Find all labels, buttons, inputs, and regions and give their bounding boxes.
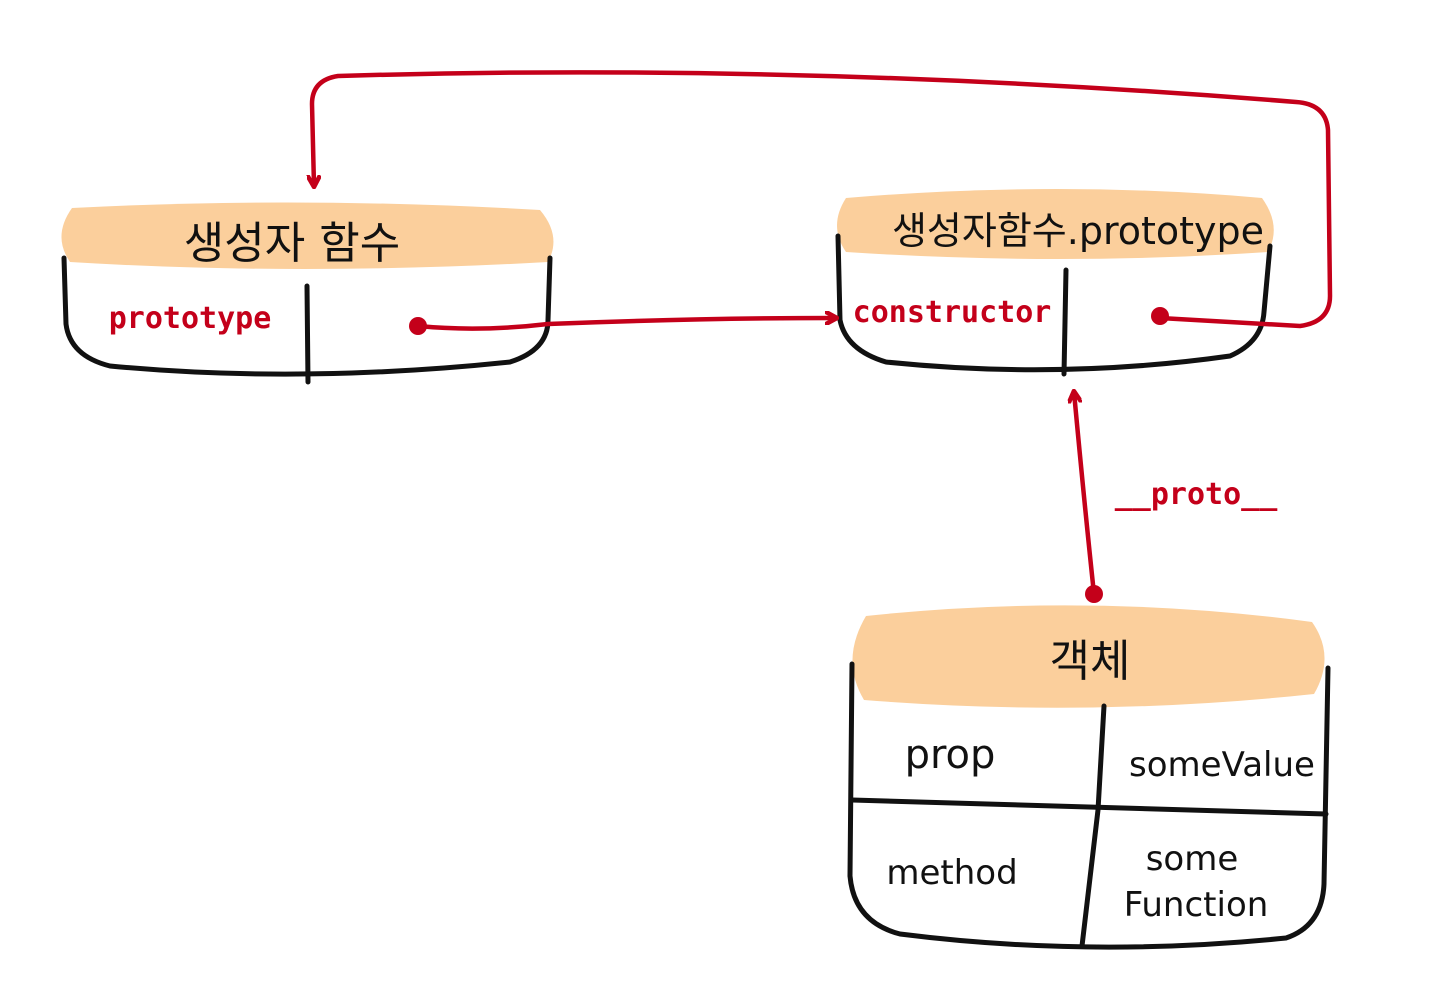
prototype-object-box: 생성자함수.prototype constructor (835, 189, 1274, 377)
constructor-reference-arrow (312, 70, 1333, 329)
constructor-field-label: constructor (853, 295, 1052, 330)
prop-key-label: prop (905, 732, 996, 778)
prototype-object-header (837, 189, 1274, 259)
method-key-label: method (886, 853, 1017, 893)
prototype-object-title: 생성자함수.prototype (892, 209, 1264, 253)
prototype-object-divider (1061, 267, 1069, 377)
prototype-field-label: prototype (109, 301, 272, 336)
method-value-line1: some (1146, 839, 1239, 879)
proto-link-arrow (1074, 392, 1097, 597)
constructor-function-title: 생성자 함수 (184, 218, 400, 269)
instance-object-header (852, 605, 1325, 708)
instance-object-col-divider (1079, 703, 1107, 949)
constructor-function-header (61, 202, 554, 269)
prototype-object-outline (835, 233, 1273, 373)
proto-link-label: __proto__ (1115, 477, 1278, 512)
constructor-function-outline (61, 255, 553, 377)
method-value-line2: Function (1124, 885, 1269, 925)
prop-value-label: someValue (1129, 745, 1315, 785)
instance-object-title: 객체 (1050, 636, 1131, 687)
prototype-reference-arrow (415, 318, 836, 331)
constructor-function-box: 생성자 함수 prototype (61, 202, 554, 385)
instance-object-row-divider (849, 797, 1329, 817)
instance-object-box: 객체 prop someValue method some Function (847, 605, 1331, 950)
constructor-function-divider (304, 283, 311, 385)
